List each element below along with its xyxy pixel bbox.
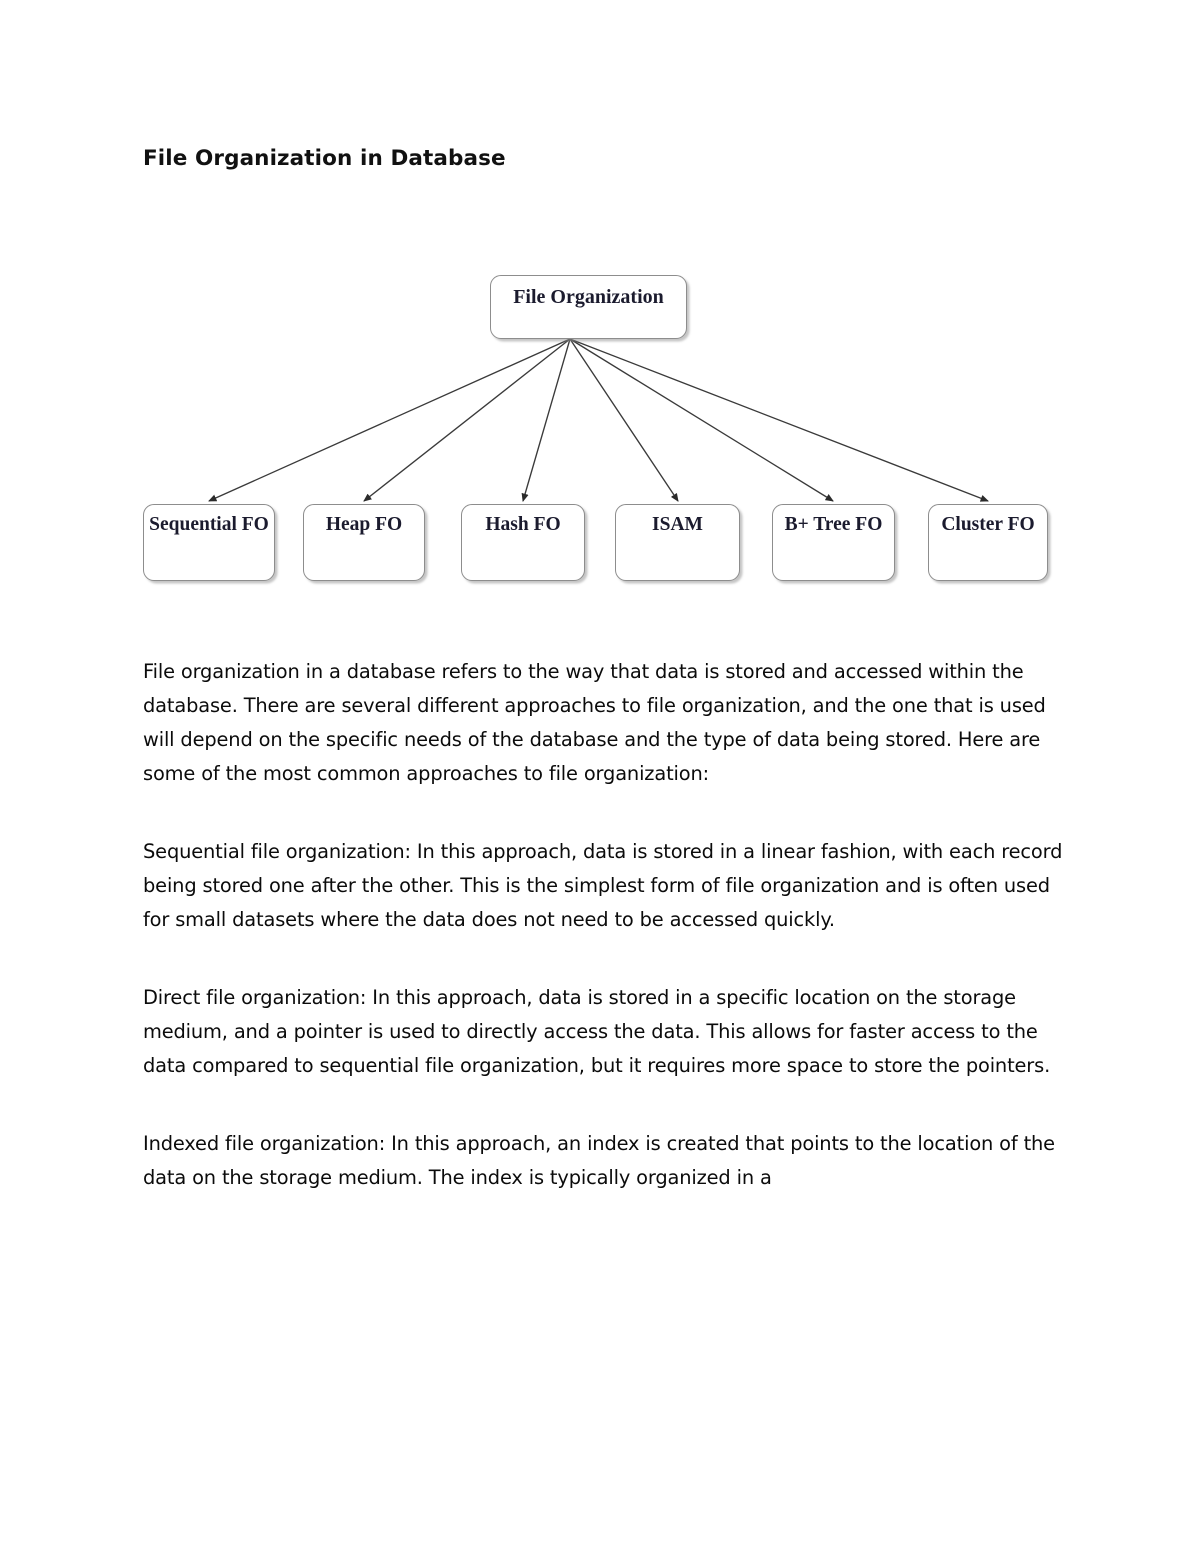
diagram-node-hash-fo-label: Hash FO xyxy=(485,514,561,535)
paragraph-direct: Direct file organization: In this approa… xyxy=(143,986,1051,1077)
diagram-node-root-label: File Organization xyxy=(513,286,664,308)
page-title: File Organization in Database xyxy=(143,146,506,171)
diagram-node-hash-fo: Hash FO xyxy=(461,504,585,581)
diagram-node-cluster-fo-label: Cluster FO xyxy=(941,514,1035,535)
diagram-node-sequential-fo-label: Sequential FO xyxy=(149,514,269,535)
diagram-node-cluster-fo: Cluster FO xyxy=(928,504,1048,581)
paragraph-indexed: Indexed file organization: In this appro… xyxy=(143,1132,1055,1189)
diagram-node-heap-fo-label: Heap FO xyxy=(325,514,403,535)
document-body: File organization in a database refers t… xyxy=(143,655,1075,1195)
connector-to-sequential-fo xyxy=(208,338,571,502)
connector-to-cluster-fo xyxy=(569,338,989,502)
paragraph-sequential: Sequential file organization: In this ap… xyxy=(143,840,1063,931)
diagram-node-bplus-tree-fo-label: B+ Tree FO xyxy=(784,514,883,535)
diagram-node-heap-fo: Heap FO xyxy=(303,504,425,581)
file-organization-diagram: File Organization Sequential FO Heap FO … xyxy=(0,255,1200,605)
diagram-connectors xyxy=(208,338,989,502)
connector-to-bplus-tree-fo xyxy=(569,338,834,502)
diagram-node-root: File Organization xyxy=(490,275,687,339)
paragraph-intro: File organization in a database refers t… xyxy=(143,660,1046,785)
connector-to-hash-fo xyxy=(521,338,571,502)
diagram-node-isam: ISAM xyxy=(615,504,740,581)
connector-to-isam xyxy=(569,338,679,502)
diagram-node-isam-label: ISAM xyxy=(652,514,703,535)
diagram-node-bplus-tree-fo: B+ Tree FO xyxy=(772,504,895,581)
diagram-node-sequential-fo: Sequential FO xyxy=(143,504,275,581)
connector-to-heap-fo xyxy=(363,338,571,502)
